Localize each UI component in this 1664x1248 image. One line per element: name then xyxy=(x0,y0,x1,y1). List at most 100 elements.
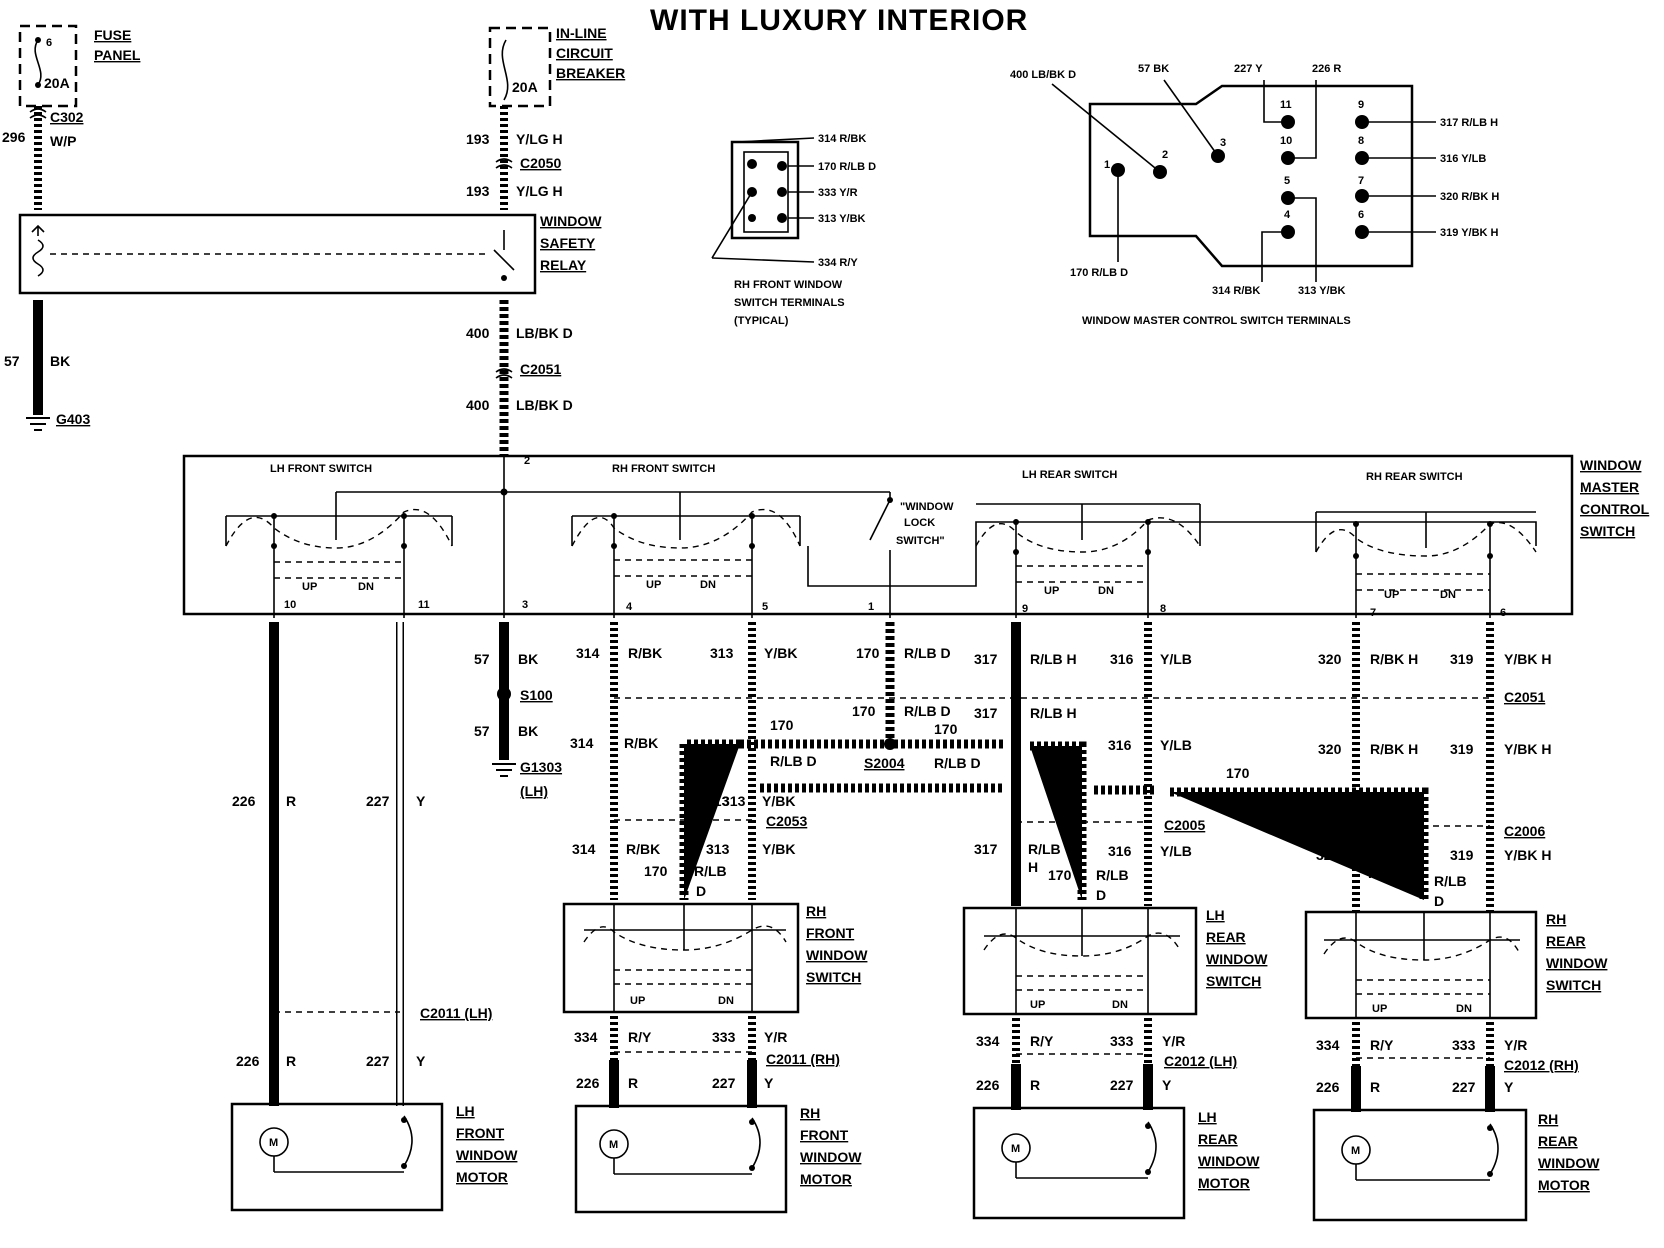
rr-rbk-c: R/BK xyxy=(1368,847,1402,863)
lr-316b: 316 xyxy=(1108,737,1132,753)
rr-rbkh-a: R/BK H xyxy=(1370,651,1418,667)
rf-rbk-c: R/BK xyxy=(626,841,660,857)
rr-333: 333 xyxy=(1452,1037,1476,1053)
motor-lf-label-4: MOTOR xyxy=(456,1169,508,1185)
lr-316c: 316 xyxy=(1108,843,1132,859)
motor-m-lf: M xyxy=(269,1137,278,1149)
s-rlbd-c: R/LB D xyxy=(934,755,981,771)
breaker-circuit-a: 193 xyxy=(466,131,490,147)
motor-rf-label-3: WINDOW xyxy=(800,1149,862,1165)
lh-f-rb: R xyxy=(286,1053,296,1069)
rh-rear-dn: DN xyxy=(1440,589,1456,601)
lh-rear-window-motor: M LH REAR WINDOW MOTOR xyxy=(972,1106,1260,1220)
relay-label-2: SAFETY xyxy=(540,235,596,251)
rf-314c: 314 xyxy=(572,841,596,857)
motor-lr-label-1: LH xyxy=(1198,1109,1217,1125)
relay-label-3: RELAY xyxy=(540,257,587,273)
lh-rear-up: UP xyxy=(1044,585,1059,597)
motor-rr-label-1: RH xyxy=(1538,1111,1558,1127)
wire-170-rh-rear xyxy=(760,783,1429,900)
lock-switch-label-3: SWITCH" xyxy=(896,535,945,547)
rf-314b: 314 xyxy=(570,735,594,751)
c2051-top-connector: C2051 xyxy=(520,361,561,377)
pin-6: 6 xyxy=(1500,607,1506,619)
lrs-label-3: WINDOW xyxy=(1206,951,1268,967)
rh-rear-window-motor: M RH REAR WINDOW MOTOR xyxy=(1312,1108,1600,1222)
ground-g403-label: G403 xyxy=(56,411,90,427)
c2012-rh: C2012 (RH) xyxy=(1504,1057,1579,1073)
s2004-splice: S2004 xyxy=(864,755,905,771)
rht-wire-3: 333 Y/R xyxy=(818,187,858,199)
motor-rr-label-4: MOTOR xyxy=(1538,1177,1590,1193)
lh-front-switch-label: LH FRONT SWITCH xyxy=(270,463,372,475)
rf-314a: 314 xyxy=(576,645,600,661)
wire-170-rh-front xyxy=(679,739,740,900)
lrs-dn: DN xyxy=(1112,999,1128,1011)
lr-y: Y xyxy=(1162,1077,1172,1093)
rh-rear-up: UP xyxy=(1384,589,1399,601)
lr-ylb-a: Y/LB xyxy=(1160,651,1192,667)
master-label-3: CONTROL xyxy=(1580,501,1650,517)
fuse-panel: 6 20A FUSE PANEL C302 296 W/P xyxy=(2,24,141,149)
pin-7: 7 xyxy=(1370,607,1376,619)
relay-label-1: WINDOW xyxy=(540,213,602,229)
ground-mid-color-b: BK xyxy=(518,723,538,739)
motor-lf-label-2: FRONT xyxy=(456,1125,505,1141)
lh-rear-window-switch: UP DN LH REAR WINDOW SWITCH xyxy=(962,906,1268,1016)
ground-g403: 57 BK G403 xyxy=(4,353,90,431)
window-safety-relay: WINDOW SAFETY RELAY xyxy=(18,213,602,295)
rh-front-switch-label: RH FRONT SWITCH xyxy=(612,463,715,475)
lh-rear-switch-label: LH REAR SWITCH xyxy=(1022,469,1117,481)
motor-rr-label-2: REAR xyxy=(1538,1133,1578,1149)
feed-color-b: LB/BK D xyxy=(516,397,573,413)
lr-227: 227 xyxy=(1110,1077,1134,1093)
master-switch-terminals: 1 2 3 11 10 5 4 9 8 7 6 400 LB/BK D 57 B… xyxy=(1010,63,1499,327)
rfs-label-3: WINDOW xyxy=(806,947,868,963)
rr-320a: 320 xyxy=(1318,651,1342,667)
rr-ybkh-b: Y/BK H xyxy=(1504,741,1551,757)
mt-pin-10: 10 xyxy=(1280,135,1292,147)
motor-m-lr: M xyxy=(1011,1143,1020,1155)
ground-left-color: BK xyxy=(50,353,70,369)
rh-front-switch-master: UP DN xyxy=(571,508,801,618)
rh-rear-switch-master: UP DN xyxy=(1315,512,1537,618)
lh-front-up: UP xyxy=(302,581,317,593)
lr-rlbh-a: R/LB H xyxy=(1030,651,1077,667)
breaker-label-3: BREAKER xyxy=(556,65,625,81)
c2012-lh: C2012 (LH) xyxy=(1164,1053,1237,1069)
lh-f-r: R xyxy=(286,793,296,809)
s-rlbd-a: R/LB D xyxy=(904,703,951,719)
s-170c: 170 xyxy=(934,721,958,737)
rh-front-window-switch: UP DN RH FRONT WINDOW SWITCH xyxy=(562,902,868,1014)
rht-caption-3: (TYPICAL) xyxy=(734,315,789,327)
mt-bottom-1: 170 R/LB D xyxy=(1070,267,1128,279)
rf-y: Y xyxy=(764,1075,774,1091)
wire-170-lh-rear xyxy=(1030,741,1087,900)
lrs-label-2: REAR xyxy=(1206,929,1246,945)
rf-313c: 313 xyxy=(706,841,730,857)
lh-f-yb: Y xyxy=(416,1053,426,1069)
rf-313a: 313 xyxy=(710,645,734,661)
rr-319a: 319 xyxy=(1450,651,1474,667)
rf-ybk-b: Y/BK xyxy=(762,793,795,809)
diagram-title: WITH LUXURY INTERIOR xyxy=(650,4,1028,37)
mt-top-3: 227 Y xyxy=(1234,63,1263,75)
c2006-connector: C2006 xyxy=(1504,823,1545,839)
rr-ry: R/Y xyxy=(1370,1037,1394,1053)
lh-front-switch: UP DN xyxy=(225,508,453,618)
g1303-note: (LH) xyxy=(520,783,548,799)
pin-1: 1 xyxy=(868,601,874,613)
rr-r: R xyxy=(1370,1079,1380,1095)
mt-pin-1: 1 xyxy=(1104,159,1110,171)
master-label-2: MASTER xyxy=(1580,479,1639,495)
mt-pin-2: 2 xyxy=(1162,149,1168,161)
lr-rlb-c: R/LB xyxy=(1028,841,1061,857)
rr-h: H xyxy=(1368,865,1378,881)
c2011-lh: C2011 (LH) xyxy=(420,1005,492,1021)
s-313-dot: 313 xyxy=(722,793,746,809)
rf-334: 334 xyxy=(574,1029,598,1045)
pin-8: 8 xyxy=(1160,603,1166,615)
fuse-rating: 20A xyxy=(44,75,70,91)
rf-rbk-b: R/BK xyxy=(624,735,658,751)
